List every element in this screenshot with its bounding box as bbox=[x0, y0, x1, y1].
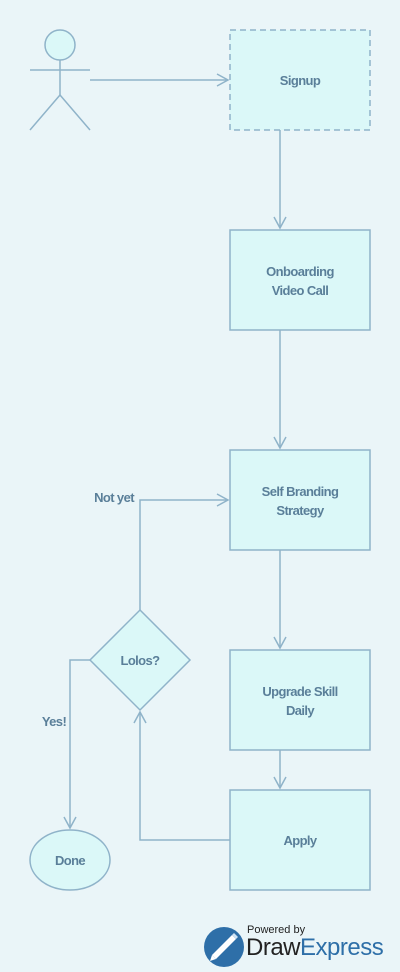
node-upgrade-label-line2: Daily bbox=[286, 703, 315, 718]
brand-name-part1: Draw bbox=[246, 934, 301, 961]
edge-label-yes: Yes! bbox=[42, 714, 67, 729]
node-apply-label: Apply bbox=[283, 833, 317, 848]
node-branding-label-line2: Strategy bbox=[276, 503, 325, 518]
node-branding-label-line1: Self Branding bbox=[262, 484, 339, 499]
node-branding[interactable]: Self Branding Strategy bbox=[229, 449, 371, 551]
edge-apply-decision bbox=[133, 710, 230, 841]
node-done[interactable]: Done bbox=[29, 829, 111, 891]
node-onboarding[interactable]: Onboarding Video Call bbox=[229, 229, 371, 331]
drawexpress-logo-icon bbox=[204, 927, 244, 967]
node-done-label: Done bbox=[55, 853, 85, 868]
node-signup[interactable]: Signup bbox=[229, 29, 371, 131]
edge-decision-done bbox=[63, 659, 90, 830]
drawexpress-wordmark: DrawExpress bbox=[246, 934, 384, 962]
actor-icon bbox=[29, 29, 91, 131]
node-upgrade-label-line1: Upgrade Skill bbox=[262, 684, 337, 699]
node-onboarding-label-line2: Video Call bbox=[272, 283, 329, 298]
node-upgrade[interactable]: Upgrade Skill Daily bbox=[229, 649, 371, 751]
node-signup-label: Signup bbox=[280, 73, 321, 88]
node-decision-label: Lolos? bbox=[120, 653, 160, 668]
powered-by-text: Powered by bbox=[247, 924, 306, 936]
brand-name-part2: Express bbox=[300, 934, 384, 961]
node-onboarding-label-line1: Onboarding bbox=[266, 264, 334, 279]
node-apply[interactable]: Apply bbox=[229, 789, 371, 891]
edge-decision-branding bbox=[139, 493, 230, 610]
node-decision[interactable]: Lolos? bbox=[88, 608, 192, 712]
edge-label-not-yet: Not yet bbox=[94, 490, 135, 505]
powered-by-badge: Powered by DrawExpress bbox=[200, 922, 400, 972]
